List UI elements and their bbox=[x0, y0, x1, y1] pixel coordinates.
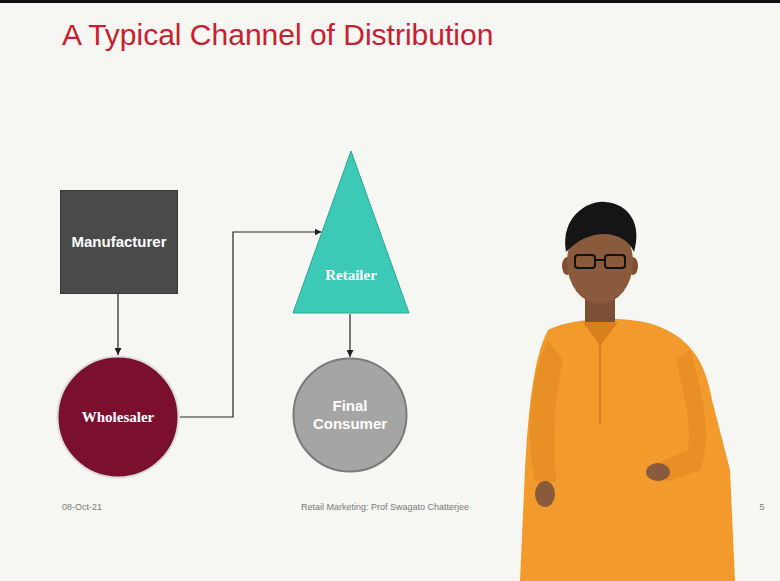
node-outline bbox=[292, 150, 410, 314]
circle-shape bbox=[58, 357, 179, 478]
node-text: Manufacturer bbox=[71, 233, 166, 251]
footer-text: 08-Oct-21 bbox=[62, 502, 102, 512]
circle-node: Final Consumer bbox=[292, 357, 408, 473]
glasses bbox=[605, 255, 625, 268]
box-shape bbox=[61, 191, 178, 294]
glasses bbox=[575, 255, 595, 268]
hand bbox=[646, 463, 670, 481]
node-text: Wholesaler bbox=[82, 408, 155, 426]
flow-arrow bbox=[349, 314, 350, 357]
text-stack: Retailer bbox=[325, 266, 377, 284]
hand bbox=[535, 481, 555, 507]
circle-shape bbox=[294, 359, 407, 472]
presenter-figure bbox=[520, 202, 735, 581]
footer-text: Retail Marketing: Prof Swagato Chatterje… bbox=[301, 502, 469, 512]
collar bbox=[583, 322, 618, 346]
flow-arrow bbox=[117, 294, 118, 355]
process-box: Manufacturer bbox=[60, 190, 178, 294]
top-border bbox=[0, 0, 780, 3]
triangle-shape bbox=[293, 151, 409, 313]
text-stack: Final Consumer bbox=[308, 397, 392, 433]
hair bbox=[565, 202, 636, 252]
triangle-node: Retailer bbox=[292, 150, 410, 314]
circle-node: Wholesaler bbox=[56, 355, 180, 479]
node-text: Retailer bbox=[325, 266, 377, 284]
glasses bbox=[595, 259, 605, 261]
kurta bbox=[520, 319, 735, 581]
sleeve bbox=[530, 340, 563, 482]
slide-title: A Typical Channel of Distribution bbox=[62, 18, 493, 52]
placket bbox=[599, 346, 601, 425]
text-stack: Wholesaler bbox=[82, 408, 155, 426]
sleeve bbox=[660, 350, 706, 482]
node-text: Final Consumer bbox=[308, 397, 392, 433]
text-stack: Manufacturer bbox=[71, 233, 166, 251]
footer-text: 5 bbox=[759, 502, 764, 512]
